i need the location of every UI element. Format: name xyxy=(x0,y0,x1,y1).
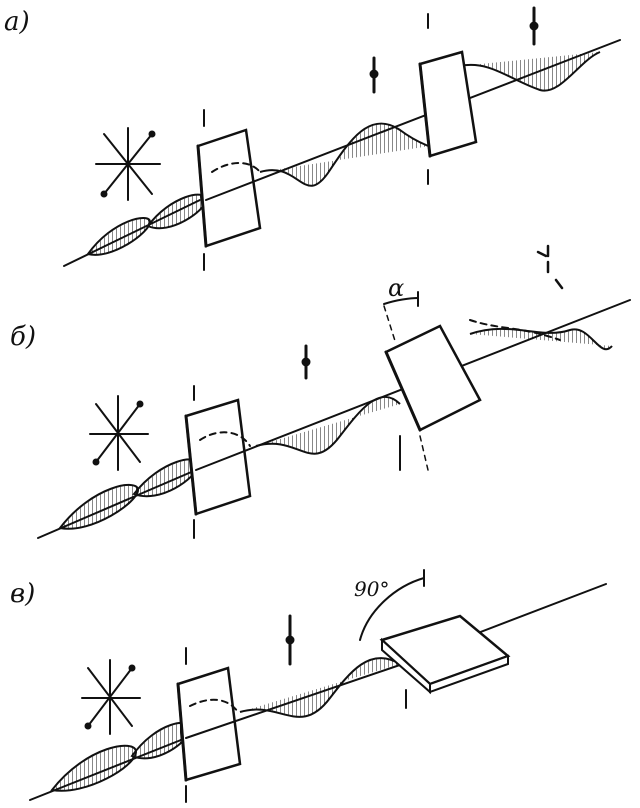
panel-b: б) xyxy=(10,244,631,539)
crossed-analyzer-plate xyxy=(359,569,511,709)
panel-c-label: в) xyxy=(10,579,35,609)
polarizer-plate xyxy=(196,109,262,271)
polarized-wave xyxy=(185,583,607,739)
transmitted-polarization-indicator xyxy=(536,244,564,290)
polarized-wave xyxy=(205,39,621,201)
rotated-analyzer-plate xyxy=(383,291,482,471)
unpolarized-beam xyxy=(37,458,199,539)
panel-a: а) xyxy=(4,6,621,271)
unpolarized-beam xyxy=(63,193,208,267)
transmitted-polarization-indicator xyxy=(529,6,539,46)
unpolarized-light-icon xyxy=(95,127,161,201)
polarizer-plate xyxy=(184,385,252,539)
angle-alpha-label: α xyxy=(388,274,404,302)
angle-90-label: 90° xyxy=(354,577,389,601)
analyzer-plate xyxy=(418,13,478,185)
panel-a-label: а) xyxy=(4,7,30,37)
panel-c: в) xyxy=(10,569,607,803)
unpolarized-light-icon xyxy=(89,395,149,471)
polarized-wave xyxy=(195,299,631,471)
panel-b-label: б) xyxy=(10,322,36,352)
polarization-indicator xyxy=(369,56,379,94)
polarization-indicator xyxy=(285,614,295,666)
polarization-indicator xyxy=(301,344,311,380)
polarizer-plate xyxy=(176,647,242,803)
unpolarized-light-icon xyxy=(81,659,141,735)
